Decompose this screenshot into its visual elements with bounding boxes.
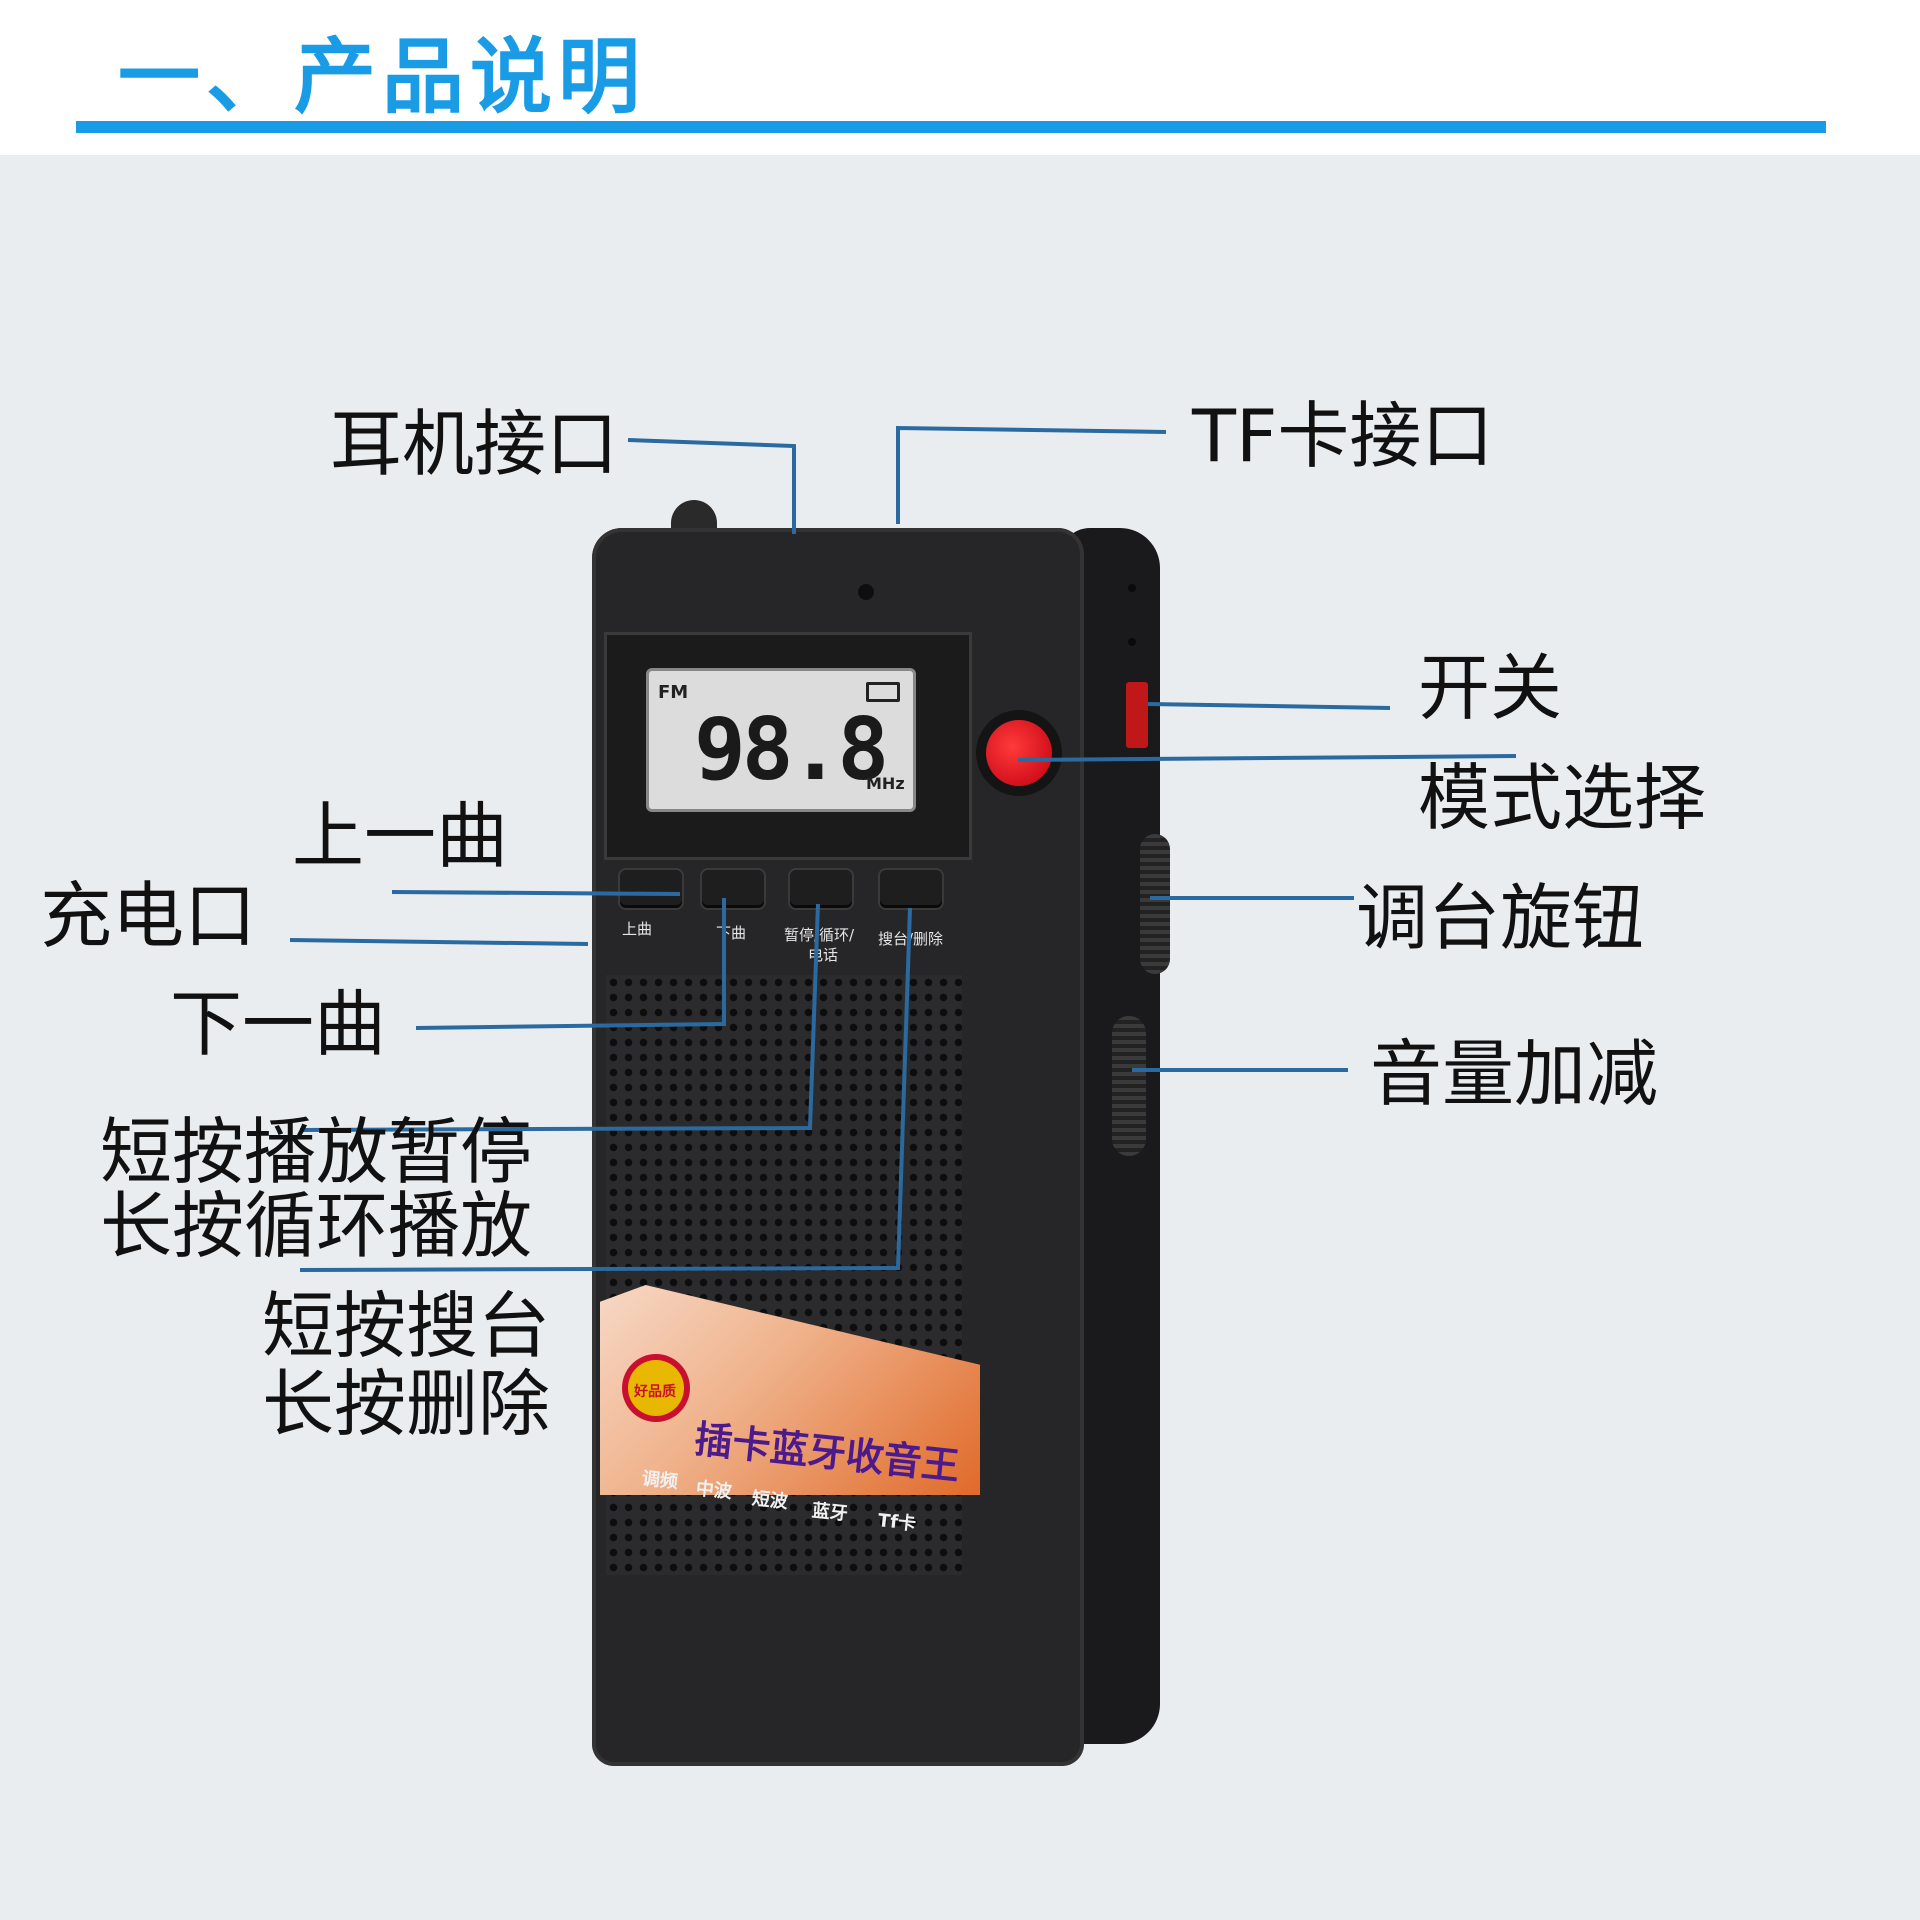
callout-headphone-jack: 耳机接口 [330,408,618,480]
callout-search-short: 短按搜台 [262,1290,550,1362]
callout-power-switch: 开关 [1418,652,1562,724]
callout-play-long: 长按循环播放 [100,1190,532,1262]
leader-line-charge [290,940,588,944]
leader-line-prev [392,892,680,894]
leader-line-next [416,898,724,1028]
callout-tuning-knob: 调台旋钮 [1356,882,1644,954]
callout-search-long: 长按删除 [262,1368,550,1440]
leader-line-headphone [628,440,794,534]
callout-next-track: 下一曲 [170,988,386,1060]
callout-play-short: 短按播放暂停 [100,1116,532,1188]
callout-mode-select: 模式选择 [1418,762,1706,834]
leader-line-tf [898,428,1166,524]
leader-line-switch [1148,704,1390,708]
callout-prev-track: 上一曲 [292,800,508,872]
callout-tf-slot: TF卡接口 [1192,400,1493,472]
callout-charge-port: 充电口 [40,880,256,952]
callout-volume: 音量加减 [1370,1038,1658,1110]
